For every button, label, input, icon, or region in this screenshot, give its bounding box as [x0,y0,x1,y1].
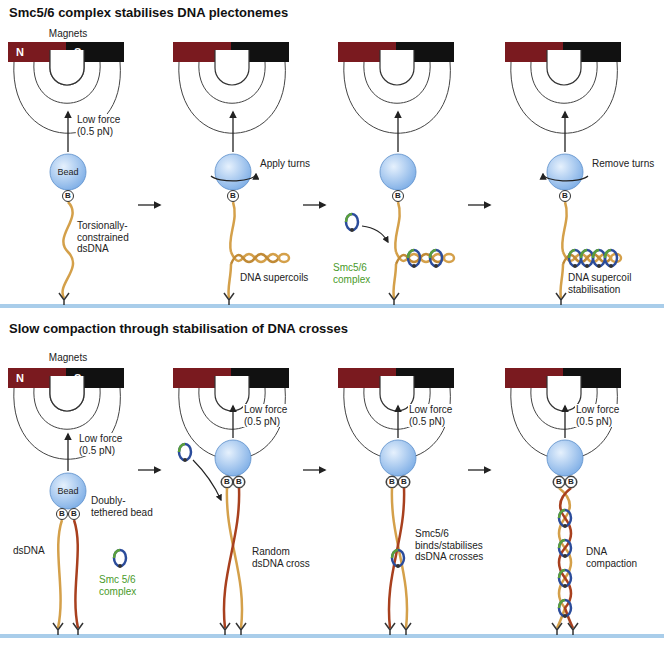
annotation-label: Smc 5/6 complex [98,574,156,597]
magnet-south: S [66,368,124,388]
panel-heading: Slow compaction through stabilisation of… [8,322,349,337]
node-text: B [401,478,407,486]
annotation-label: Doubly-tethered bead [90,495,158,518]
node-text: B [224,478,230,486]
node-text: B [236,478,242,486]
annotation-label: Low force (0.5 pN) [408,404,462,427]
annotation-label: Magnets [37,352,99,364]
biotin-tag: B [62,190,74,202]
node-text: B [389,478,395,486]
annotation-label: Low force (0.5 pN) [78,433,132,456]
biotin-tag: B [565,476,577,488]
biotin-tag: B [221,476,233,488]
node-text: B [562,192,568,200]
node-text: S [74,373,81,384]
annotation-label: DNA supercoils [239,272,309,284]
biotin-tag: B [392,190,404,202]
biotin-tag: B [553,476,565,488]
annotation-label: Torsionally-constrained dsDNA [76,220,142,255]
annotation-label: Smc5/6 complex [332,262,384,285]
node-text: S [74,47,81,58]
annotation-label: DNA supercoil stabilisation [567,272,659,295]
node-text: N [16,47,24,58]
biotin-tag: B [386,476,398,488]
biotin-tag: B [68,508,80,520]
node-text: N [16,373,24,384]
annotation-label: Apply turns [259,158,311,170]
annotation-label: Low force (0.5 pN) [243,404,297,427]
biotin-tag: B [559,190,571,202]
node-text: B [71,510,77,518]
annotation-label: Low force (0.5 pN) [575,404,629,427]
biotin-tag: B [398,476,410,488]
magnet-south: S [66,42,124,62]
annotation-label: Magnets [37,28,99,40]
node-text: Bead [57,487,78,496]
node-text: B [59,510,65,518]
panel-heading: Smc5/6 complex stabilises DNA plectoneme… [8,6,289,21]
magnet-north: N [8,42,66,62]
biotin-tag: B [56,508,68,520]
annotation-label: Smc5/6 binds/stabilises dsDNA crosses [414,528,496,563]
annotation-label: Remove turns [591,158,655,170]
annotation-label: dsDNA [12,545,46,557]
magnetic-bead: Bead [50,473,86,509]
magnetic-bead: Bead [50,154,86,190]
node-text: B [230,192,236,200]
node-text: B [65,192,71,200]
node-text: B [556,478,562,486]
annotation-label: Low force (0.5 pN) [76,114,130,137]
biotin-tag: B [227,190,239,202]
biotin-tag: B [233,476,245,488]
magnet-north: N [8,368,66,388]
annotation-label: DNA compaction [585,546,649,569]
node-text: Bead [57,168,78,177]
node-text: B [395,192,401,200]
annotation-label: Random dsDNA cross [251,546,315,569]
node-text: B [568,478,574,486]
